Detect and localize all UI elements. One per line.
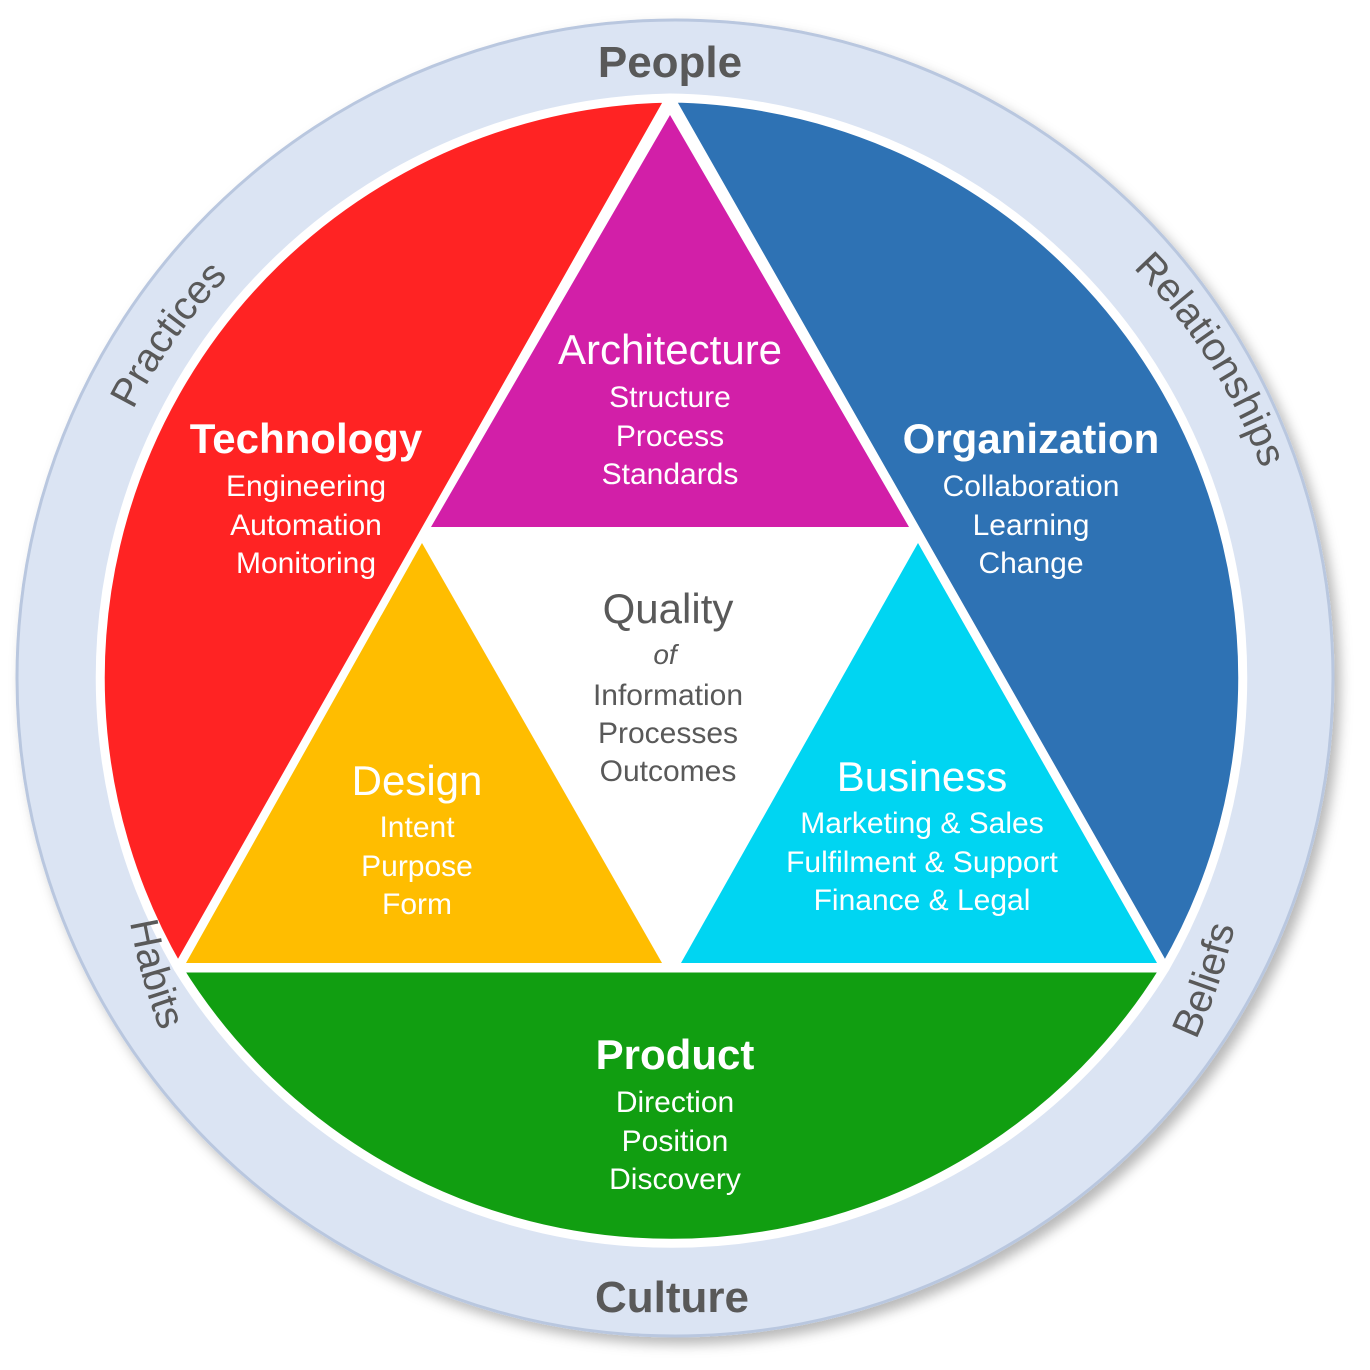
product-item: Direction: [616, 1086, 734, 1119]
center-title: Quality: [603, 585, 734, 632]
architecture-title: Architecture: [558, 326, 782, 373]
design-label-group: Design Intent Purpose Form: [352, 757, 483, 921]
design-item: Intent: [379, 811, 455, 844]
architecture-triangle: [431, 115, 909, 527]
technology-segment: [95, 93, 675, 973]
center-item: Outcomes: [600, 755, 737, 788]
center-label-group: Quality of Information Processes Outcome…: [593, 585, 743, 788]
center-connector: of: [653, 639, 680, 670]
business-item: Marketing & Sales: [800, 807, 1043, 840]
center-item: Information: [593, 679, 743, 712]
technology-title: Technology: [190, 415, 423, 462]
architecture-label-group: Architecture Structure Process Standards: [558, 326, 782, 491]
design-item: Purpose: [361, 850, 473, 883]
product-label-group: Product Direction Position Discovery: [596, 1031, 755, 1196]
architecture-item: Standards: [602, 458, 739, 491]
center-item: Processes: [598, 717, 738, 750]
technology-label-group: Technology Engineering Automation Monito…: [190, 415, 423, 580]
product-item: Discovery: [609, 1163, 741, 1196]
business-label-group: Business Marketing & Sales Fulfilment & …: [786, 753, 1058, 917]
design-item: Form: [382, 888, 452, 921]
technology-item: Automation: [230, 509, 382, 542]
architecture-item: Structure: [609, 381, 731, 414]
ring-label-people: People: [598, 38, 742, 87]
product-item: Position: [622, 1125, 729, 1158]
business-item: Finance & Legal: [814, 884, 1031, 917]
organization-item: Change: [978, 547, 1083, 580]
product-title: Product: [596, 1031, 755, 1078]
business-item: Fulfilment & Support: [786, 846, 1058, 879]
design-triangle: [186, 543, 662, 963]
organization-segment: [665, 93, 1248, 973]
design-title: Design: [352, 757, 483, 804]
ring-label-culture: Culture: [595, 1273, 749, 1322]
organization-item: Learning: [973, 509, 1090, 542]
business-triangle: [681, 543, 1157, 963]
organization-title: Organization: [903, 415, 1160, 462]
product-segment: [173, 963, 1170, 1248]
architecture-item: Process: [616, 420, 724, 453]
business-title: Business: [837, 753, 1007, 800]
technology-item: Engineering: [226, 470, 386, 503]
organization-item: Collaboration: [943, 470, 1120, 503]
organization-label-group: Organization Collaboration Learning Chan…: [903, 415, 1160, 580]
technology-item: Monitoring: [236, 547, 376, 580]
